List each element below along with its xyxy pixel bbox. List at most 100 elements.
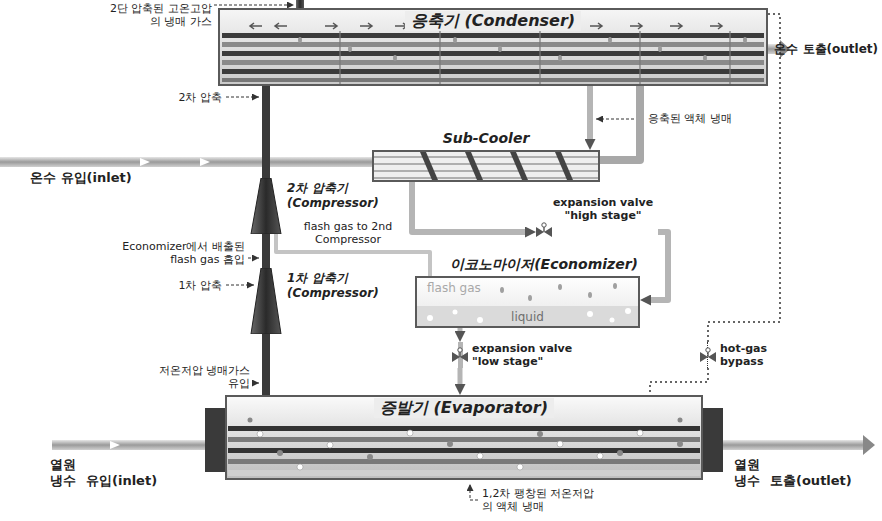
drawing-ellipse [298,37,302,43]
drawing-ellipse [658,46,662,52]
callout-label: 유입(inlet) [86,473,157,489]
drawing-rect [723,440,863,450]
compressor-symbol [250,268,282,334]
pipe-connector [708,14,780,342]
drawing-g [420,152,573,180]
drawing-rect [228,470,700,476]
expansion-valve: expansion valve "low stage" [452,342,582,368]
valve-column [700,342,716,368]
drawing-rect [222,60,764,65]
drawing-circle [327,442,333,448]
leader-lines [214,5,644,500]
drawing-line [339,31,340,84]
valve-symbol [536,222,552,238]
drawing-ellipse [703,55,707,61]
drawing-circle [537,431,543,437]
callout-label: 열원 냉수 [734,457,764,489]
drawing-path [700,352,716,362]
drawing-circle [407,430,413,436]
zone-label: liquid [511,310,544,324]
callout-label: 토출(outlet) [770,473,852,489]
pipe-connector [262,334,270,395]
condenser-box: 응축기 (Condenser) [218,8,768,86]
compressor-stage: 1차 압축기 (Compressor) [250,268,383,334]
drawing-circle [453,310,458,315]
drawing-polygon [510,152,528,180]
drawing-circle [277,450,283,456]
callout-label: 열원 냉수 [50,457,80,489]
pipe-connector [650,368,708,395]
drawing-circle [557,441,563,447]
callout-label: 저온저압 냉매가스 유입 [150,364,250,390]
drawing-g [298,37,747,61]
drawing-path [710,23,722,29]
drawing-rect [228,426,700,431]
drawing-ellipse [393,55,397,61]
drawing-line [214,5,294,6]
valve-label: expansion valve "high stage" [548,196,658,222]
drawing-path [452,352,468,362]
drawing-path [590,23,602,29]
pipe-connector [651,232,668,300]
callout-label: Economizer에서 배출된 flash gas 흡입 [113,240,245,266]
drawing-rect [222,78,764,82]
drawing-circle [257,431,263,437]
drawing-line [639,31,640,84]
drawing-ellipse [613,283,617,289]
drawing-rect [417,306,638,326]
subcooler-box: Sub-Cooler [372,150,600,182]
pipe-connector [458,368,463,384]
drawing-circle [678,418,683,423]
valve-symbol [452,347,468,363]
drawing-line [374,177,598,179]
drawing-path [470,484,478,500]
pipe-connector [262,86,270,178]
drawing-circle [617,450,623,456]
drawing-circle [458,348,462,352]
box-title: 응축기 (Condenser) [405,11,581,31]
drawing-path [360,23,372,29]
drawing-circle [297,464,303,470]
pipe-connector [412,182,525,232]
valve-symbol [700,347,716,363]
drawing-line [374,156,598,158]
drawing-circle [517,464,523,470]
drawing-circle [542,223,546,227]
callout-label: 1차 압축 [158,279,222,292]
drawing-polygon [555,152,573,180]
drawing-ellipse [558,55,562,61]
drawing-rect [222,42,764,47]
box-title: 증발기 (Evaporator) [374,398,554,418]
compressor-symbol [250,178,282,234]
drawing-rect [703,408,723,472]
drawing-rect [52,440,205,450]
drawing-rect [415,276,640,328]
bypass-valve: hot-gas bypass [700,342,778,368]
callout-label: 응축된 액체 냉매 [648,112,732,125]
drawing-rect [228,459,700,464]
drawing-polygon [110,441,120,449]
callout-label: 온수 토출(outlet) [774,42,878,57]
drawing-ellipse [348,46,352,52]
callout-label: 2단 압축된 고온고압의 냉매 가스 [102,2,212,28]
drawing-circle [637,430,643,436]
drawing-rect [225,395,703,480]
drawing-rect [222,51,764,56]
box-heading: 이코노마이저(Economizer) [450,255,638,273]
economizer-drawing [415,276,640,328]
drawing-path [630,23,642,29]
drawing-polygon [200,158,210,166]
drawing-polygon [251,178,281,234]
drawing-polygon [251,268,281,334]
drawing-line [226,97,259,98]
drawing-rect [0,157,372,167]
drawing-rect [296,0,304,8]
connector-group [266,14,780,395]
drawing-rect [222,69,764,74]
drawing-path [670,23,682,29]
pipe-connector [587,86,593,139]
drawing-ellipse [558,284,562,290]
